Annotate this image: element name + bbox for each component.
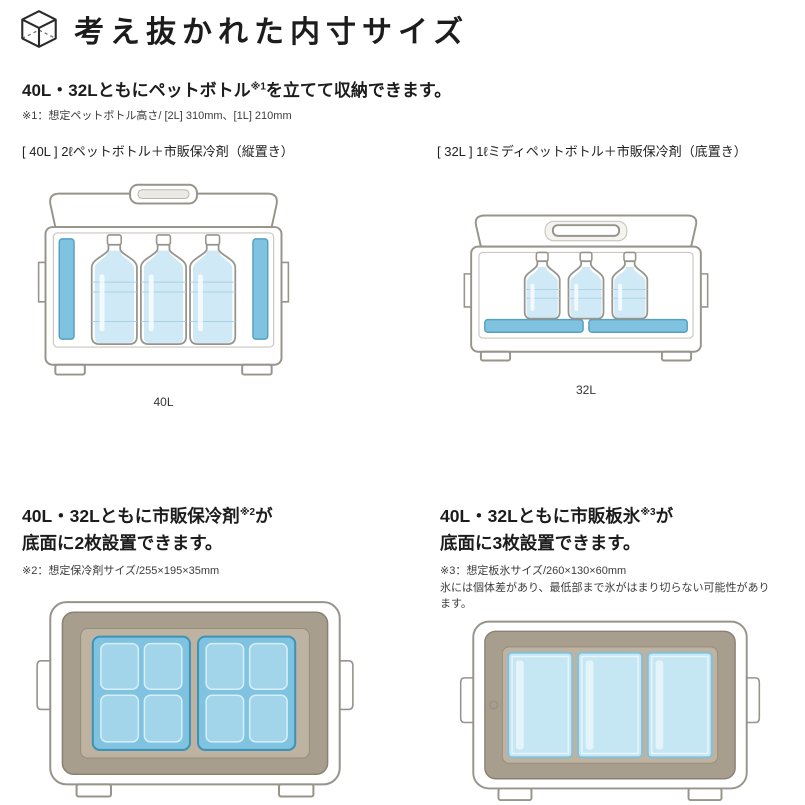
section-header: 考え抜かれた内寸サイズ bbox=[16, 6, 469, 52]
caption-32l: 32L bbox=[575, 382, 597, 397]
caption-40l: 40L bbox=[153, 395, 174, 410]
ice-pack-bottom bbox=[484, 318, 584, 333]
heading-iceblocks: 40L・32Lともに市販板氷※3が 底面に3枚設置できます。 bbox=[440, 503, 673, 557]
page-title: 考え抜かれた内寸サイズ bbox=[74, 16, 470, 49]
lead-post: を立てて収納できます。 bbox=[265, 81, 452, 100]
heading-40l-bottles: [ 40L ] 2ℓペットボトル＋市販保冷剤（縦置き） bbox=[22, 144, 294, 159]
cool-pack-1 bbox=[91, 635, 191, 751]
figure-iceblocks-topview bbox=[450, 610, 770, 805]
heading-coolpacks-post: が bbox=[255, 506, 273, 526]
cube-icon bbox=[21, 10, 57, 48]
heading-coolpacks-line2: 底面に2枚設置できます。 bbox=[22, 533, 223, 554]
heading-iceblocks-line2: 底面に3枚設置できます。 bbox=[440, 533, 641, 554]
figure-40l: 40L bbox=[16, 172, 311, 409]
cooler-top-3ice-illustration bbox=[459, 620, 761, 802]
ice-slab-1 bbox=[507, 651, 574, 759]
footnote-ref-3: ※3 bbox=[640, 507, 656, 519]
drain-plug bbox=[488, 700, 499, 710]
footnote-3-line1: ※3：想定板氷サイズ/260×130×60mm bbox=[440, 565, 627, 577]
lid-handle bbox=[551, 224, 621, 237]
cool-pack-2 bbox=[197, 635, 297, 751]
heading-coolpacks: 40L・32Lともに市販保冷剤※2が 底面に2枚設置できます。 bbox=[22, 503, 273, 557]
footnote-ref-1: ※1 bbox=[250, 81, 266, 93]
footnote-ref-2: ※2 bbox=[239, 507, 256, 519]
heading-coolpacks-pre: 40L・32Lともに市販保冷剤 bbox=[22, 506, 240, 526]
footnote-2: ※2：想定保冷剤サイズ/255×195×35mm bbox=[22, 565, 220, 577]
ice-pack-bottom bbox=[588, 318, 688, 333]
lead-pre: 40L・32Lともにペットボトル bbox=[22, 81, 251, 100]
figure-32l: 32L bbox=[440, 196, 732, 397]
footnote-3-line2: 氷には個体差があり、最低部まで氷がはまり切らない可能性があります。 bbox=[440, 581, 770, 611]
ice-slab-2 bbox=[577, 651, 643, 759]
cooler-40l-illustration bbox=[37, 183, 290, 376]
cooler-top-2packs-illustration bbox=[36, 601, 354, 798]
figure-coolpacks-topview bbox=[28, 588, 362, 805]
heading-iceblocks-post: が bbox=[655, 506, 674, 526]
heading-iceblocks-pre: 40L・32Lともに市販板氷 bbox=[440, 506, 641, 526]
footnote-3: ※3：想定板氷サイズ/260×130×60mm 氷には個体差があり、最低部まで氷… bbox=[440, 563, 772, 613]
ice-pack-vertical bbox=[252, 238, 269, 340]
footnote-1: ※1：想定ペットボトル高さ/ [2L] 310mm、[1L] 210mm bbox=[22, 110, 292, 122]
cooler-32l-illustration bbox=[463, 214, 709, 362]
heading-32l-bottles: [ 32L ] 1ℓミディペットボトル＋市販保冷剤（底置き） bbox=[437, 144, 747, 159]
ice-pack-vertical bbox=[58, 238, 75, 340]
lead-text: 40L・32Lともにペットボトル※1を立てて収納できます。 bbox=[22, 76, 451, 101]
ice-slab-3 bbox=[646, 651, 713, 759]
